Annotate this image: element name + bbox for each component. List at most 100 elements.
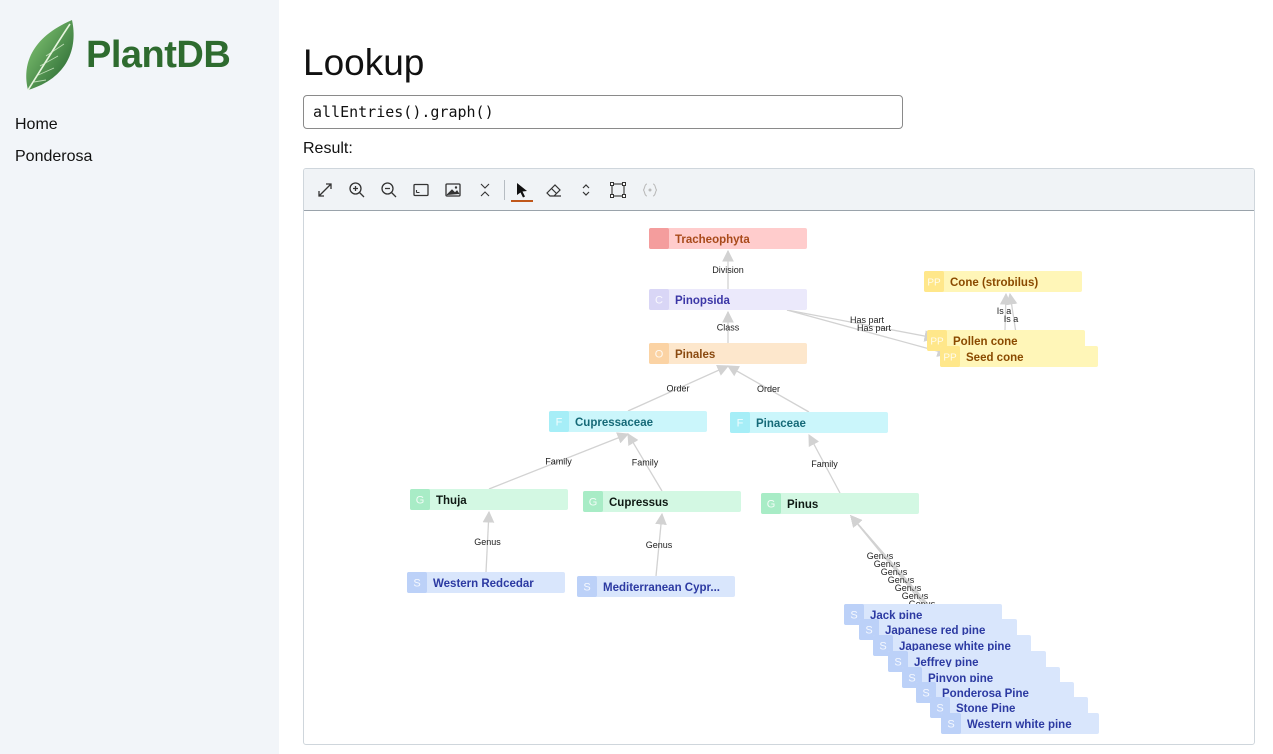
graph-node-badge: PP: [927, 278, 941, 289]
select-pointer-icon: [517, 183, 527, 198]
graph-node-badge: S: [413, 578, 420, 590]
graph-node-badge: S: [583, 582, 590, 594]
export-image-button[interactable]: [442, 179, 464, 201]
graph-edge: Has part: [786, 309, 950, 357]
eraser-button[interactable]: [543, 179, 565, 201]
zoom-out-icon: [381, 182, 397, 198]
graph-edge-label: Genus: [902, 591, 929, 601]
sidebar: PlantDB Home Ponderosa: [0, 0, 279, 754]
graph-toolbar: [304, 169, 1254, 211]
graph-node-badge-box: [407, 572, 427, 593]
graph-edge-label: Family: [545, 457, 572, 467]
graph-node-badge-box: [940, 346, 960, 367]
graph-edge-label: Genus: [895, 583, 922, 593]
zoom-out-button[interactable]: [378, 179, 400, 201]
fullscreen-button[interactable]: [314, 179, 336, 201]
graph-node-box: [730, 412, 888, 433]
graph-edge: Has part: [786, 309, 937, 342]
bounding-box-icon: [610, 182, 626, 198]
graph-edge-line: [655, 512, 667, 577]
graph-edge-line: [808, 433, 841, 494]
graph-node-badge: S: [922, 688, 929, 700]
subgraph-button[interactable]: [639, 179, 661, 201]
graph-node-badge-box: [924, 271, 944, 292]
graph-node-label: Pinopsida: [675, 295, 731, 307]
graph-node-badge: S: [947, 719, 954, 731]
zoom-in-icon: [349, 182, 365, 198]
graph-edge: Genus: [474, 510, 501, 573]
select-pointer-button[interactable]: [511, 179, 533, 202]
graph-node-badge-box: [583, 491, 603, 512]
fit-view-icon: [413, 183, 429, 197]
bounding-box-button[interactable]: [607, 179, 629, 201]
graph-node-box: [649, 289, 807, 310]
graph-node-label: Jeffrey pine: [914, 657, 979, 669]
graph-edge: Genus: [646, 512, 673, 577]
graph-node-box: [410, 489, 568, 510]
graph-node-badge: PP: [930, 337, 944, 348]
app-name: PlantDB: [86, 34, 231, 76]
graph-node-badge-box: [888, 651, 908, 672]
graph-node-badge-box: [577, 576, 597, 597]
page-title: Lookup: [303, 42, 425, 83]
graph-edge-line: [726, 365, 810, 413]
graph-node-medcyp[interactable]: S Mediterranean Cypr...: [577, 576, 735, 597]
graph-edge-label: Genus: [646, 540, 673, 550]
graph-node-label: Cupressaceae: [575, 417, 653, 429]
graph-edge-label: Family: [632, 458, 659, 468]
graph-node-badge-box: [844, 604, 864, 625]
graph-node-label: Stone Pine: [956, 703, 1015, 715]
result-label: Result:: [303, 140, 353, 157]
graph-node-badge: PP: [943, 353, 957, 364]
graph-edge-line: [786, 309, 937, 342]
graph-node-badge-box: [761, 493, 781, 514]
zoom-in-button[interactable]: [346, 179, 368, 201]
graph-node-box: [761, 493, 919, 514]
graph-edge: Order: [726, 365, 810, 413]
collapse-button[interactable]: [474, 179, 496, 201]
graph-edge-line: [627, 364, 730, 412]
graph-node-label: Pinales: [675, 349, 715, 361]
graph-node-badge-box: [930, 697, 950, 718]
graph-node-badge-box: [859, 619, 879, 640]
graph-edge-label: Genus: [474, 537, 501, 547]
sidebar-item-home[interactable]: Home: [15, 116, 58, 133]
graph-edge-line: [488, 432, 630, 490]
graph-node-trach[interactable]: Tracheophyta: [649, 228, 807, 249]
graph-edge-label: Is a: [1004, 314, 1019, 324]
fit-view-button[interactable]: [410, 179, 432, 201]
graph-node-label: Mediterranean Cypr...: [603, 582, 720, 594]
graph-edge-line: [482, 510, 495, 573]
graph-node-badge-box: [649, 228, 669, 249]
graph-node-badge: G: [416, 495, 425, 507]
sidebar-item-ponderosa[interactable]: Ponderosa: [15, 148, 93, 165]
eraser-icon: [546, 184, 561, 197]
query-input[interactable]: [303, 95, 903, 129]
graph-node-badge-box: [927, 330, 947, 351]
graph-node-badge-box: [873, 635, 893, 656]
graph-node-pinop[interactable]: C Pinopsida: [649, 289, 807, 310]
graph-node-box: [577, 576, 735, 597]
graph-edge-label: Has part: [850, 315, 885, 325]
graph-node-badge: C: [655, 295, 663, 307]
graph-node-badge: G: [767, 499, 776, 511]
expand-collapse-button[interactable]: [575, 179, 597, 201]
graph-edge: Division: [712, 249, 744, 289]
graph-node-box: [859, 619, 1017, 640]
graph-node-box: [873, 635, 1031, 656]
